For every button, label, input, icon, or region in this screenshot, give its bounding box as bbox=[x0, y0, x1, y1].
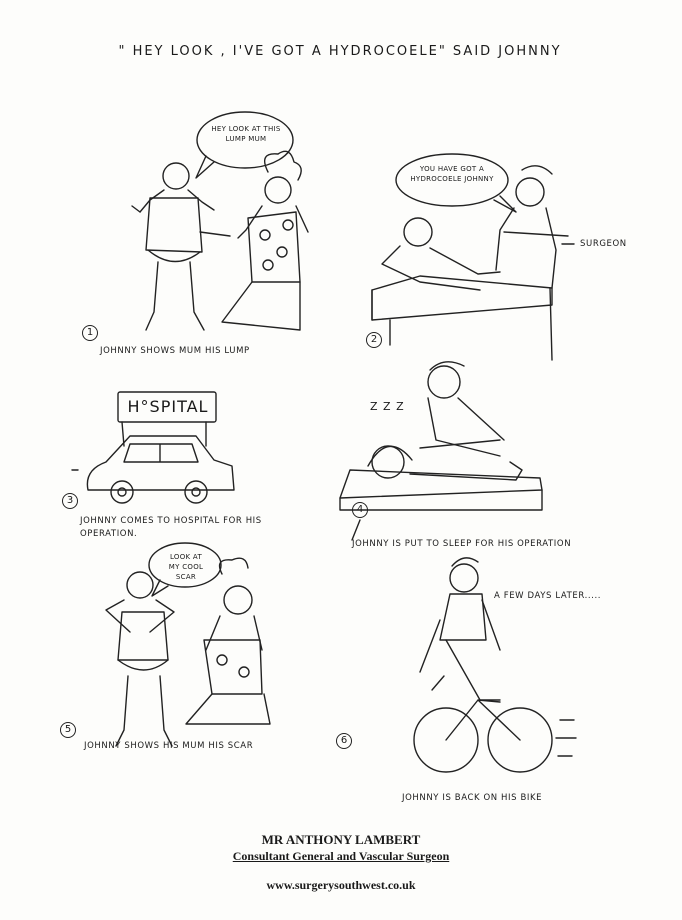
panel-4-caption: JOHNNY IS PUT TO SLEEP FOR HIS OPERATION bbox=[352, 539, 572, 549]
website-link[interactable]: www.surgerysouthwest.co.uk bbox=[266, 878, 416, 892]
panel-2-speech: YOU HAVE GOT A HYDROCOELE JOHNNY bbox=[410, 165, 494, 183]
page-title: " HEY LOOK , I'VE GOT A HYDROCOELE" SAID… bbox=[118, 44, 562, 59]
panel-1-number: 1 bbox=[82, 325, 98, 341]
panel-3-drawing bbox=[71, 391, 235, 504]
panel-6-number: 6 bbox=[336, 733, 352, 749]
sleep-zzz: Z Z Z bbox=[370, 400, 405, 413]
surgeon-role: Consultant General and Vascular Surgeon bbox=[232, 849, 450, 863]
panel-5-number: 5 bbox=[60, 722, 76, 738]
panel-6-drawing bbox=[413, 557, 577, 773]
panel-1-caption: JOHNNY SHOWS MUM HIS LUMP bbox=[100, 346, 250, 356]
surgeon-name: MR ANTHONY LAMBERT bbox=[261, 832, 421, 847]
panel-5-drawing bbox=[105, 542, 271, 747]
panel-1-drawing bbox=[131, 111, 309, 331]
panel-4-number: 4 bbox=[352, 502, 368, 518]
panel-2-surgeon-label: SURGEON bbox=[580, 239, 627, 249]
panel-1-speech: HEY LOOK AT THIS LUMP MUM bbox=[211, 125, 281, 143]
panel-6-caption: JOHNNY IS BACK ON HIS BIKE bbox=[402, 793, 543, 803]
panel-5-caption: JOHNNY SHOWS HIS MUM HIS SCAR bbox=[84, 741, 254, 751]
panel-5-speech: LOOK AT MY COOL SCAR bbox=[168, 553, 204, 581]
panel-3-caption: JOHNNY COMES TO HOSPITAL FOR HIS OPERATI… bbox=[80, 516, 262, 539]
panel-4-drawing bbox=[339, 361, 543, 541]
panel-2-drawing bbox=[371, 153, 575, 361]
hospital-sign: H°SPITAL bbox=[127, 397, 209, 416]
panel-2-number: 2 bbox=[366, 332, 382, 348]
panel-6-note: A FEW DAYS LATER..... bbox=[494, 591, 602, 601]
panel-3-number: 3 bbox=[62, 493, 78, 509]
